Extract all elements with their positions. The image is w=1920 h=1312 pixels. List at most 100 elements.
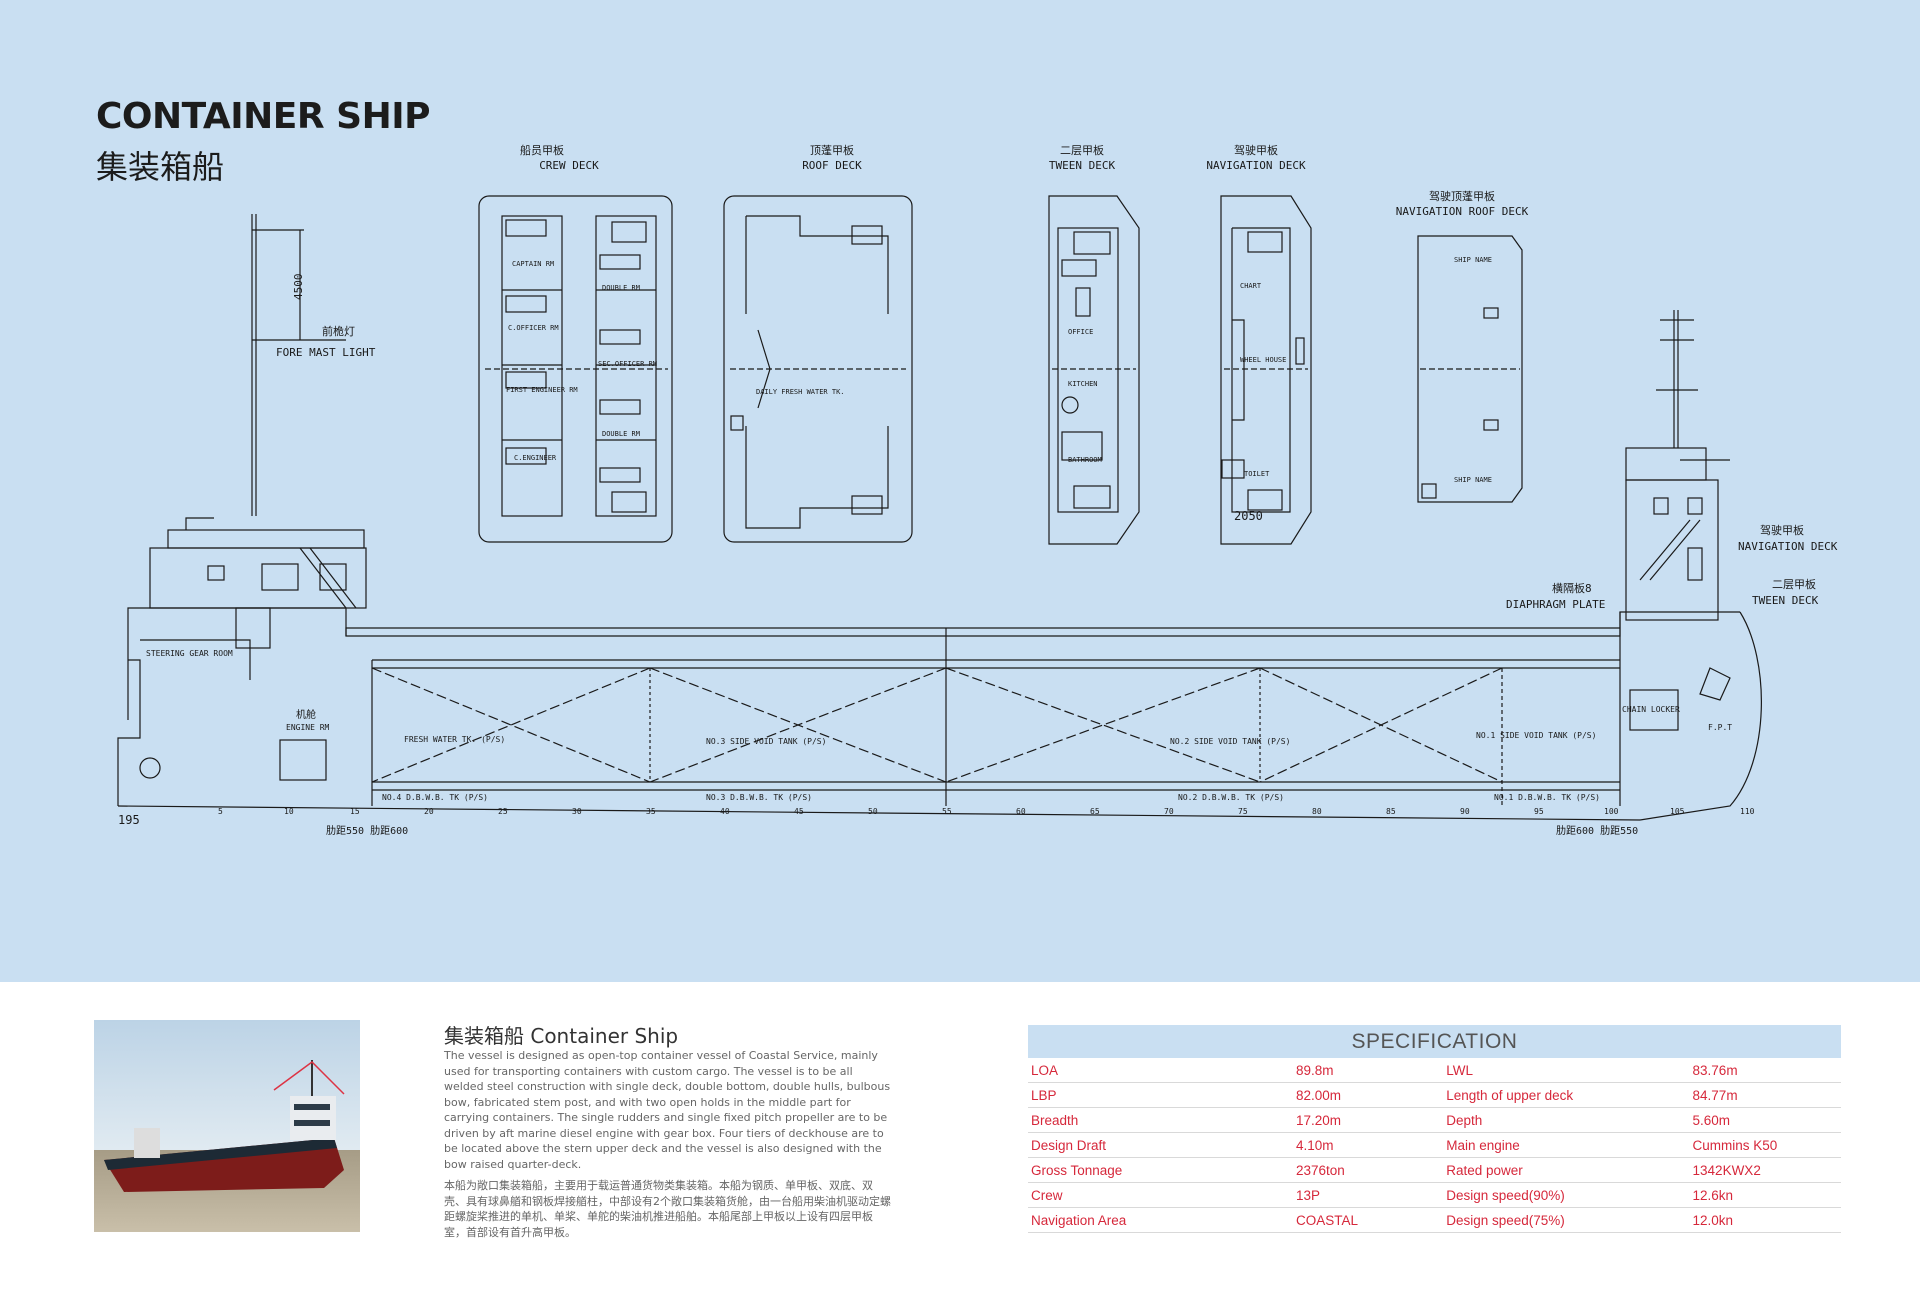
spec-label: Design Draft	[1028, 1132, 1294, 1158]
void-tank-3: NO.3 SIDE VOID TANK (P/S)	[706, 737, 826, 746]
spec-label: Gross Tonnage	[1028, 1157, 1294, 1183]
side-nav-label: NAVIGATION DECK	[1738, 540, 1838, 553]
crew-deck-label: CREW DECK	[539, 159, 599, 172]
frame-110: 110	[1740, 807, 1755, 816]
frame-90: 90	[1460, 807, 1470, 816]
crew-room-7: C.ENGINEER	[514, 454, 557, 462]
crew-room-2: DOUBLE RM	[602, 284, 640, 292]
fore-peak-tank: F.P.T	[1708, 723, 1732, 732]
side-tween-label: TWEEN DECK	[1752, 594, 1819, 607]
spec-value: COASTAL	[1293, 1207, 1444, 1233]
spec-value: 1342KWX2	[1689, 1157, 1841, 1183]
tween-room-2: KITCHEN	[1068, 380, 1098, 388]
description-body: The vessel is designed as open-top conta…	[444, 1048, 894, 1246]
nav-room-1: CHART	[1240, 282, 1262, 290]
drawing-panel	[0, 0, 1920, 982]
frame-40: 40	[720, 807, 730, 816]
frame-100: 100	[1604, 807, 1619, 816]
diaphragm-label: DIAPHRAGM PLATE	[1506, 598, 1605, 611]
fore-mast	[251, 214, 346, 516]
spec-label: Main engine	[1443, 1132, 1690, 1158]
spec-value: Cummins K50	[1689, 1132, 1841, 1158]
dbwb-tank-1: NO.1 D.B.W.B. TK (P/S)	[1494, 793, 1600, 802]
tween-deck-label: TWEEN DECK	[1049, 159, 1116, 172]
nav-deck-label: NAVIGATION DECK	[1206, 159, 1306, 172]
crew-room-3: C.OFFICER RM	[508, 324, 559, 332]
dbwb-tank-3: NO.3 D.B.W.B. TK (P/S)	[706, 793, 812, 802]
spec-label: Design speed(75%)	[1443, 1207, 1690, 1233]
engine-cn: 机舱	[296, 708, 316, 721]
fore-mast-label: FORE MAST LIGHT	[276, 346, 376, 359]
crew-room-5: FIRST ENGINEER RM	[506, 386, 578, 394]
void-tank-1: NO.1 SIDE VOID TANK (P/S)	[1476, 731, 1596, 740]
crew-room-1: CAPTAIN RM	[512, 260, 554, 268]
frame-numbers: 5 10 15 20 25 30 35 40 45 50 55 60 65 70…	[218, 807, 1755, 816]
roof-deck-cn: 顶蓬甲板	[810, 143, 854, 157]
frame-35: 35	[646, 807, 656, 816]
forward-deckhouse	[1625, 310, 1731, 731]
spec-value: 82.00m	[1293, 1082, 1444, 1108]
side-nav-cn: 驾驶甲板	[1760, 523, 1804, 537]
frame-50: 50	[868, 807, 878, 816]
frame-85: 85	[1386, 807, 1396, 816]
frame-30: 30	[572, 807, 582, 816]
ship-photo	[94, 1020, 360, 1232]
nav-room-2: WHEEL HOUSE	[1240, 356, 1286, 364]
spec-value: 84.77m	[1689, 1082, 1841, 1108]
chain-locker: CHAIN LOCKER	[1622, 705, 1680, 714]
spec-value: 5.60m	[1689, 1107, 1841, 1133]
tween-room-1: OFFICE	[1068, 328, 1093, 336]
specification-title: SPECIFICATION	[1028, 1025, 1841, 1058]
dbwb-tank-2: NO.2 D.B.W.B. TK (P/S)	[1178, 793, 1284, 802]
frame-55: 55	[942, 807, 952, 816]
spec-label: Navigation Area	[1028, 1207, 1294, 1233]
description-title: 集装箱船 Container Ship	[444, 1024, 679, 1048]
spec-value: 2376ton	[1293, 1157, 1444, 1183]
frame-60: 60	[1016, 807, 1026, 816]
rib-spacing-fwd: 肋距600 肋距550	[1556, 824, 1638, 837]
frame-25: 25	[498, 807, 508, 816]
nav-room-3: TOILET	[1244, 470, 1270, 478]
spec-label: Length of upper deck	[1443, 1082, 1690, 1108]
page-title-cn: 集装箱船	[96, 148, 225, 186]
spec-label: Design speed(90%)	[1443, 1182, 1690, 1208]
frame-80: 80	[1312, 807, 1322, 816]
spec-label: Depth	[1443, 1107, 1690, 1133]
ship-name-top: SHIP NAME	[1454, 256, 1492, 264]
description-en: The vessel is designed as open-top conta…	[444, 1049, 891, 1171]
rib-spacing-aft: 肋距550 肋距600	[326, 824, 408, 837]
spec-label: LWL	[1443, 1058, 1690, 1083]
spec-label: Crew	[1028, 1182, 1294, 1208]
side-tween-cn: 二层甲板	[1772, 577, 1816, 591]
nav-roof-cn: 驾驶顶蓬甲板	[1429, 189, 1495, 203]
frame-15: 15	[350, 807, 360, 816]
nav-roof-label: NAVIGATION ROOF DECK	[1396, 205, 1529, 218]
roof-tank: DAILY FRESH WATER TK.	[756, 388, 845, 396]
frame-70: 70	[1164, 807, 1174, 816]
description-cn: 本船为敞口集装箱船，主要用于载运普通货物类集装箱。本船为钢质、单甲板、双底、双壳…	[444, 1179, 891, 1239]
page-title: CONTAINER SHIP	[96, 96, 430, 137]
frame-20: 20	[424, 807, 434, 816]
navigation-deck-plan	[1220, 195, 1312, 545]
spec-label: LBP	[1028, 1082, 1294, 1108]
crew-room-4: SEC.OFFICER RM	[598, 360, 657, 368]
engine-room: ENGINE RM	[286, 723, 330, 732]
frame-45: 45	[794, 807, 804, 816]
navigation-roof-plan	[1417, 235, 1523, 503]
frame-10: 10	[284, 807, 294, 816]
tween-deck-plan	[1048, 195, 1140, 545]
fore-mast-cn: 前桅灯	[322, 324, 355, 338]
spec-value: 83.76m	[1689, 1058, 1841, 1083]
roof-deck-label: ROOF DECK	[802, 159, 862, 172]
dim-195: 195	[118, 813, 140, 827]
spec-value: 89.8m	[1293, 1058, 1444, 1083]
frame-95: 95	[1534, 807, 1544, 816]
tween-room-3: BATHROOM	[1068, 456, 1102, 464]
